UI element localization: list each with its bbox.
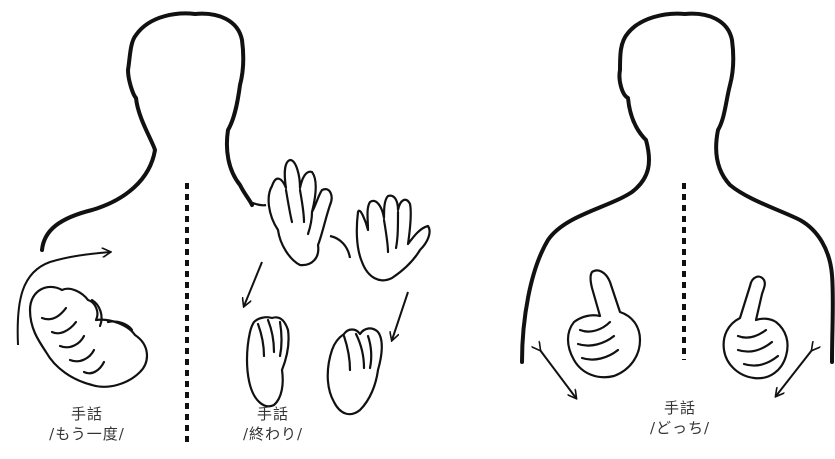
caption-docchi: 手話 /どっち/ (620, 398, 740, 438)
caption-owari: 手話 /終わり/ (218, 404, 328, 444)
caption-title: 手話 (218, 404, 328, 424)
down-arrow (392, 292, 408, 340)
pointing-hand-icon (724, 277, 788, 379)
caption-mou-ichido: 手話 /もう一度/ (22, 404, 152, 444)
torso-silhouette-right (522, 14, 833, 362)
hand-fist-icon (30, 287, 147, 387)
caption-word: /もう一度/ (22, 424, 152, 444)
caption-word: /終わり/ (218, 424, 328, 444)
caption-title: 手話 (22, 404, 152, 424)
connector-curve (330, 236, 350, 258)
caption-title: 手話 (620, 398, 740, 418)
double-arrow-left (540, 350, 576, 398)
caption-word: /どっち/ (620, 418, 740, 438)
open-hand-icon (269, 160, 332, 265)
open-hand-icon (357, 196, 430, 281)
double-arrow-right (776, 350, 812, 396)
down-arrow (244, 262, 262, 306)
closed-hand-icon (328, 328, 382, 414)
closed-hand-icon (247, 317, 289, 406)
pointing-hand-icon (568, 270, 640, 377)
torso-silhouette-left (42, 13, 252, 250)
